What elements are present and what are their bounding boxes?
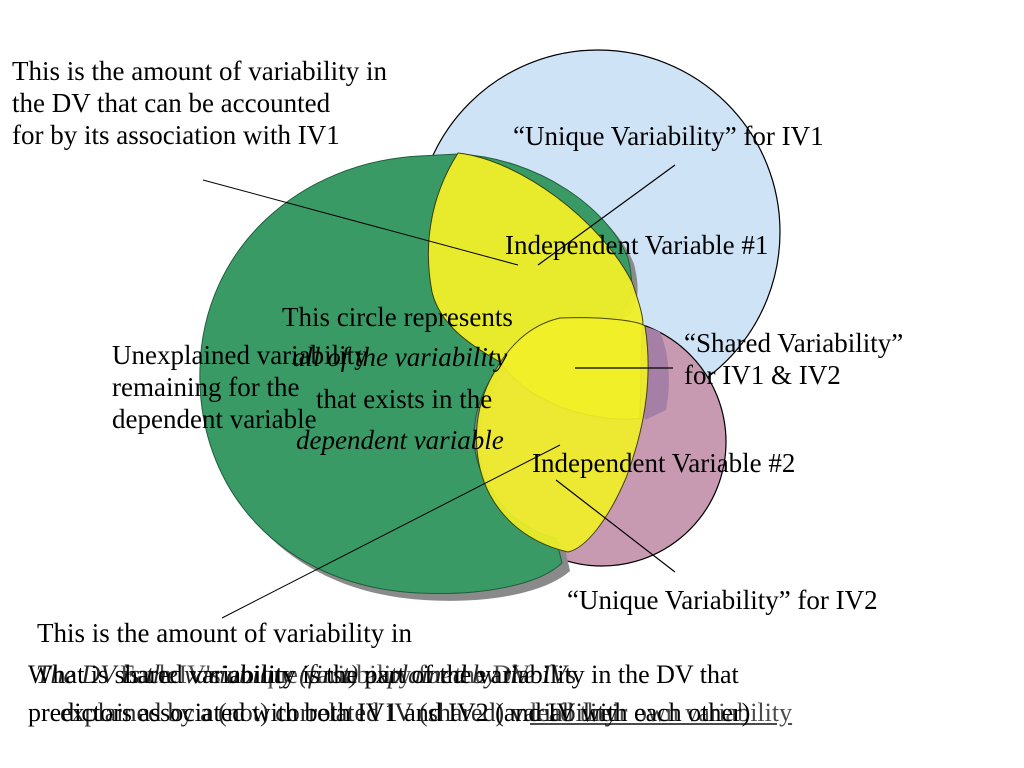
shared-region — [600, 322, 669, 420]
pointer-unique-iv1 — [537, 164, 676, 266]
circle-desc-line3: that exists in the — [316, 384, 493, 414]
circle-desc-line2: all of the variability — [292, 342, 508, 372]
note-iv1-association: This is the amount of variability in the… — [12, 56, 387, 150]
label-iv1-name: Independent Variable #1 — [505, 230, 769, 260]
bottom-caption-a-line2: predictors associated with both IV1 and … — [28, 698, 751, 727]
label-shared-variability: “Shared Variability” for IV1 & IV2 — [684, 328, 904, 390]
iv2-dv-overlap — [476, 317, 649, 553]
bottom-caption-b-line2: explained by a (not) correlated IV (shar… — [60, 698, 618, 727]
bottom-caption-b-line1: The DV is the variability (first) explai… — [36, 660, 577, 689]
bottom-caption-c-line2: lead their own variability — [530, 698, 793, 727]
pointer-iv1-assoc — [202, 179, 519, 266]
bottom-caption-a-line1: What is shared variability is the part o… — [28, 660, 739, 689]
label-unique-iv1: “Unique Variability” for IV1 — [513, 121, 824, 151]
circle-desc-line1: This circle represents — [282, 302, 513, 332]
bottom-caption-c-line1: Each IV's unique variability for the DV — [120, 660, 531, 689]
pointer-iv2-assoc — [221, 444, 561, 619]
circle-desc-line4: dependent variable — [296, 425, 504, 455]
label-iv2-name: Independent Variable #2 — [532, 448, 796, 478]
pointer-unique-iv2 — [555, 479, 676, 573]
label-unexplained: Unexplained variability remaining for th… — [112, 340, 368, 434]
note-iv2-association: This is the amount of variability in — [37, 618, 412, 648]
label-unique-iv2: “Unique Variability” for IV2 — [567, 585, 878, 615]
